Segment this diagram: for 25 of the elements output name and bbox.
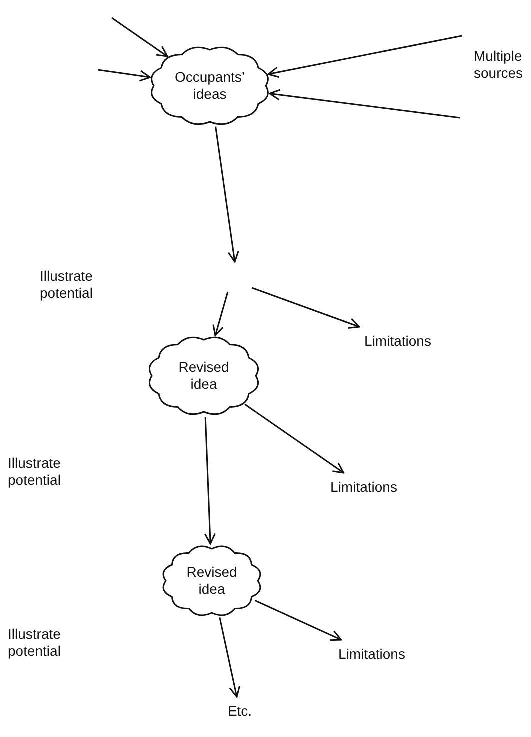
arrow — [252, 287, 360, 330]
node-text: Revised idea — [178, 359, 230, 393]
note-text: Illustrate potential — [40, 268, 94, 302]
node-text: Occupants’ ideas — [174, 69, 246, 103]
arrow — [204, 416, 216, 545]
idea-cloud — [162, 545, 262, 617]
arrow — [212, 292, 229, 337]
arrow — [219, 617, 241, 698]
idea-cloud — [150, 46, 270, 126]
arrow — [269, 89, 460, 119]
outcome-text: Limitations — [322, 643, 422, 665]
arrow — [98, 69, 152, 82]
arrow — [215, 126, 240, 263]
idea-cloud — [148, 336, 260, 416]
node-text: Revised idea — [186, 564, 238, 598]
outcome-text: Limitations — [314, 476, 414, 498]
note-text: Illustrate potential — [8, 626, 62, 660]
outcome-text: Etc. — [222, 700, 258, 722]
arrow — [254, 600, 342, 642]
arrow — [244, 404, 345, 474]
arrow — [112, 17, 168, 58]
note-text: Illustrate potential — [8, 455, 62, 489]
outcome-text: Limitations — [348, 330, 448, 352]
note-text: Multiple sources — [474, 48, 524, 82]
arrow — [268, 35, 462, 78]
